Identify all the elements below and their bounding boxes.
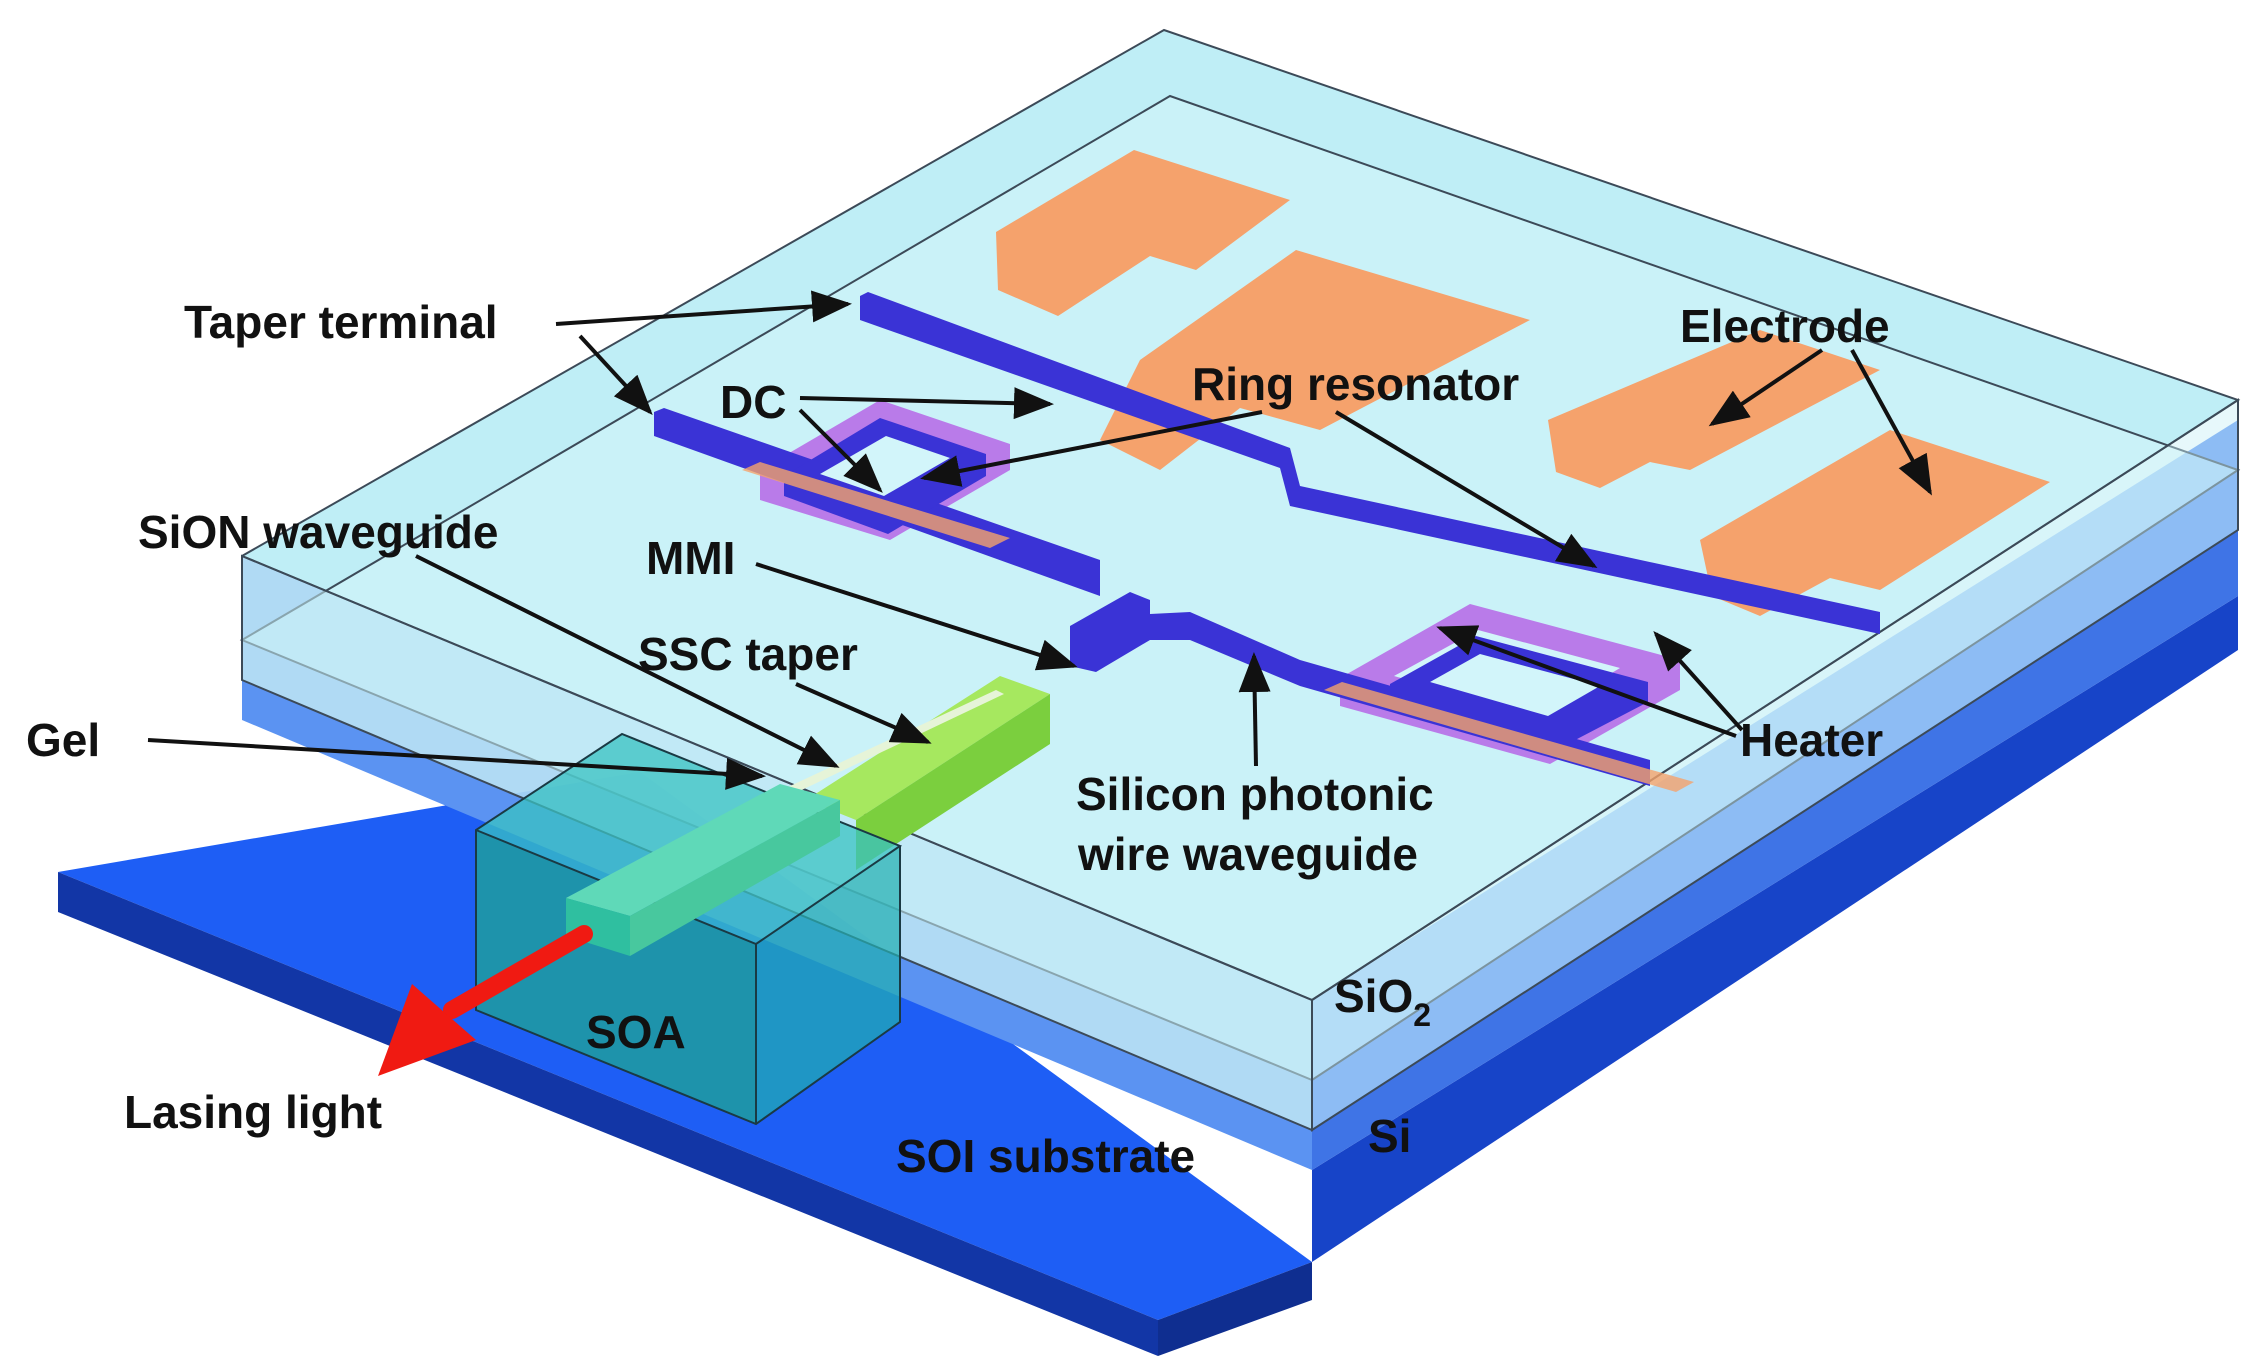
- electrode-right-b: [1700, 430, 2050, 616]
- label-sio2: SiO2: [1334, 970, 1431, 1033]
- arrow-mmi: [755, 562, 1078, 671]
- substrate-right-wall: [1312, 596, 2238, 1262]
- label-dc: DC: [720, 376, 786, 428]
- soa-right: [756, 846, 900, 1124]
- label-silicon-wire-1: Silicon photonic: [1076, 768, 1434, 820]
- feed-right: [1324, 682, 1694, 792]
- label-mmi: MMI: [646, 532, 735, 584]
- arrow-dc-upper: [799, 387, 1054, 420]
- arrow-heater-a: [1436, 625, 1737, 738]
- electrode-left-a: [996, 150, 1290, 316]
- arrow-silicon-wire: [1238, 652, 1271, 767]
- substrate-front-side: [58, 872, 1158, 1356]
- label-soi-substrate: SOI substrate: [896, 1130, 1195, 1182]
- soa-waveguide-front: [566, 898, 630, 956]
- arrow-heater-b: [1653, 631, 1744, 732]
- lasing-light-arrow: [378, 925, 593, 1076]
- soa-chip: [475, 732, 903, 1126]
- arrow-taper-lower: [578, 334, 653, 415]
- soa-front: [476, 830, 756, 1124]
- arrow-electrode-b: [1850, 349, 1932, 496]
- label-ring-resonator: Ring resonator: [1192, 358, 1519, 410]
- sion-waveguide-strip: [760, 690, 1004, 806]
- cladding-top-edge: [241, 28, 2241, 1002]
- label-sion-waveguide: SiON waveguide: [138, 506, 498, 558]
- label-soa: SOA: [586, 1006, 686, 1058]
- arrow-ring-right: [1334, 410, 1598, 569]
- ring-right-inner: [1430, 654, 1600, 716]
- si-right-face: [1312, 530, 2238, 1170]
- label-lasing-light: Lasing light: [124, 1086, 382, 1138]
- label-ssc-taper: SSC taper: [638, 628, 858, 680]
- label-si: Si: [1368, 1110, 1411, 1162]
- arrow-electrode-a: [1708, 348, 1824, 427]
- substrate-right-side: [1158, 1262, 1312, 1356]
- arrow-sion: [415, 554, 840, 768]
- electrode-feeds: [742, 462, 1694, 792]
- label-gel: Gel: [26, 714, 100, 766]
- soa-waveguide-side: [630, 800, 840, 956]
- soa-waveguide-top: [566, 784, 840, 916]
- ssc-taper-front: [856, 694, 1050, 870]
- feed-left: [742, 462, 1010, 548]
- ssc-taper-top: [806, 676, 1050, 820]
- arrow-gel: [147, 738, 766, 790]
- label-heater: Heater: [1740, 714, 1883, 766]
- electrode-left-b: [1100, 250, 1530, 470]
- waveguide-upper-bus: [860, 292, 1880, 634]
- waveguide-mmi-branch: [1070, 592, 1150, 672]
- arrow-taper-upper: [555, 290, 852, 326]
- soa-edges: [475, 732, 903, 1126]
- arrow-dc-lower: [798, 408, 883, 493]
- labels: Taper terminal DC Ring resonator Electro…: [26, 296, 1890, 1182]
- ssc-section: [760, 676, 1050, 870]
- annotation-arrows: [147, 290, 1932, 790]
- label-electrode: Electrode: [1680, 300, 1890, 352]
- label-silicon-wire-2: wire waveguide: [1077, 828, 1418, 880]
- arrow-ssc: [795, 682, 932, 744]
- label-taper-terminal: Taper terminal: [184, 296, 498, 348]
- arrow-ring-left: [920, 410, 1263, 487]
